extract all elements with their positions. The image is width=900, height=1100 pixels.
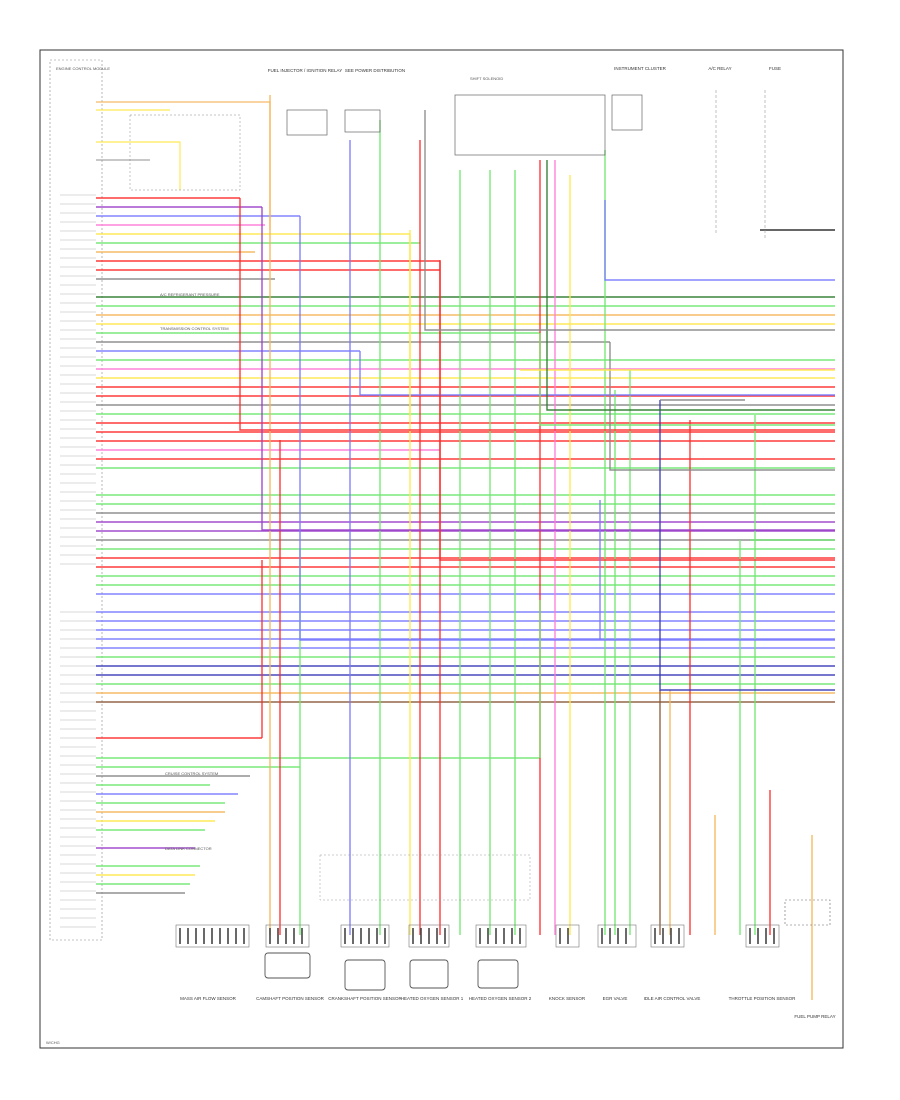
top-component-box-4: [611, 94, 643, 131]
sensor-body-3: [409, 959, 449, 989]
sensor-connector-2: [265, 924, 310, 948]
bottom-component-label-2: CAMSHAFT POSITION SENSOR: [256, 996, 324, 1001]
bottom-component-label-4: HEATED OXYGEN SENSOR 1: [401, 996, 464, 1001]
bottom-component-label-1: MASS AIR FLOW SENSOR: [180, 996, 237, 1001]
sensor-body-1: [264, 952, 311, 979]
top-component-box-3: [454, 94, 606, 156]
wire-red-99: [439, 261, 835, 561]
top-component-label-2: SEE POWER DISTRIBUTION: [345, 68, 405, 73]
tcs-note: TRANSMISSION CONTROL SYSTEM: [160, 326, 229, 331]
top-component-label-5: FUSE: [769, 66, 781, 71]
wire-layer: [96, 95, 835, 1000]
wire-darkgreen-109: [546, 160, 835, 411]
shift-solenoid-note: SHIFT SOLENOID: [470, 76, 503, 81]
bottom-component-label-7: EGR VALVE: [603, 996, 628, 1001]
bottom-component-label-5: HEATED OXYGEN SENSOR 2: [469, 996, 532, 1001]
bottom-component-label-9: THROTTLE POSITION SENSOR: [729, 996, 797, 1001]
pin-label-layer: [60, 194, 96, 928]
top-component-box-1: [286, 109, 328, 136]
sensor-body-2: [344, 959, 386, 991]
wire-red-94: [239, 198, 835, 431]
top-component-label-1: FUEL INJECTOR / IGNITION RELAY: [268, 68, 342, 73]
fuel-pump-relay-box: [784, 899, 831, 926]
ac-pressure-note: A/C REFRIGERANT PRESSURE: [160, 292, 220, 297]
wire-yellow-115: [96, 141, 181, 190]
top-component-label-3: INSTRUMENT CLUSTER: [614, 66, 666, 71]
sensor-connector-5: [475, 924, 527, 948]
diagram-frame: [39, 49, 844, 1049]
sensor-connector-6: [555, 924, 580, 948]
shield-ground-box: [319, 854, 531, 901]
wire-blue-111: [604, 200, 835, 281]
top-component-label-4: A/C RELAY: [708, 66, 731, 71]
bottom-component-label-6: KNOCK SENSOR: [549, 996, 586, 1001]
diagram-code: W/CHG: [46, 1040, 60, 1045]
wire-purple-95: [261, 207, 835, 531]
sensor-connector-4: [408, 924, 450, 948]
bottom-component-label-8: IDLE AIR CONTROL VALVE: [644, 996, 701, 1001]
cruise-note: CRUISE CONTROL SYSTEM: [165, 771, 218, 776]
sensor-connector-3: [340, 924, 390, 948]
dlc-note: DATA LINK CONNECTOR: [165, 846, 212, 851]
wire-gray-101: [609, 342, 835, 471]
component-layer: [129, 90, 831, 991]
sensor-connector-7: [597, 924, 637, 948]
wire-navy-103: [659, 400, 835, 691]
bottom-component-label-10: FUEL PUMP RELAY: [794, 1014, 835, 1019]
wire-blue-96: [299, 216, 835, 641]
sensor-connector-1: [175, 924, 250, 948]
top-component-box-2: [344, 109, 381, 133]
wire-green-100: [539, 333, 835, 426]
bottom-component-label-3: CRANKSHAFT POSITION SENSOR: [328, 996, 402, 1001]
ecm-box: [49, 59, 103, 941]
sensor-body-4: [477, 959, 519, 989]
ecm-title: ENGINE CONTROL MODULE: [56, 66, 110, 71]
sensor-connector-8: [650, 924, 685, 948]
wire-blue-97: [359, 351, 835, 396]
ignition-switch-box: [129, 114, 241, 191]
sensor-connector-9: [745, 924, 780, 948]
wire-orange-113: [96, 101, 271, 230]
wire-gray-110: [424, 110, 835, 331]
